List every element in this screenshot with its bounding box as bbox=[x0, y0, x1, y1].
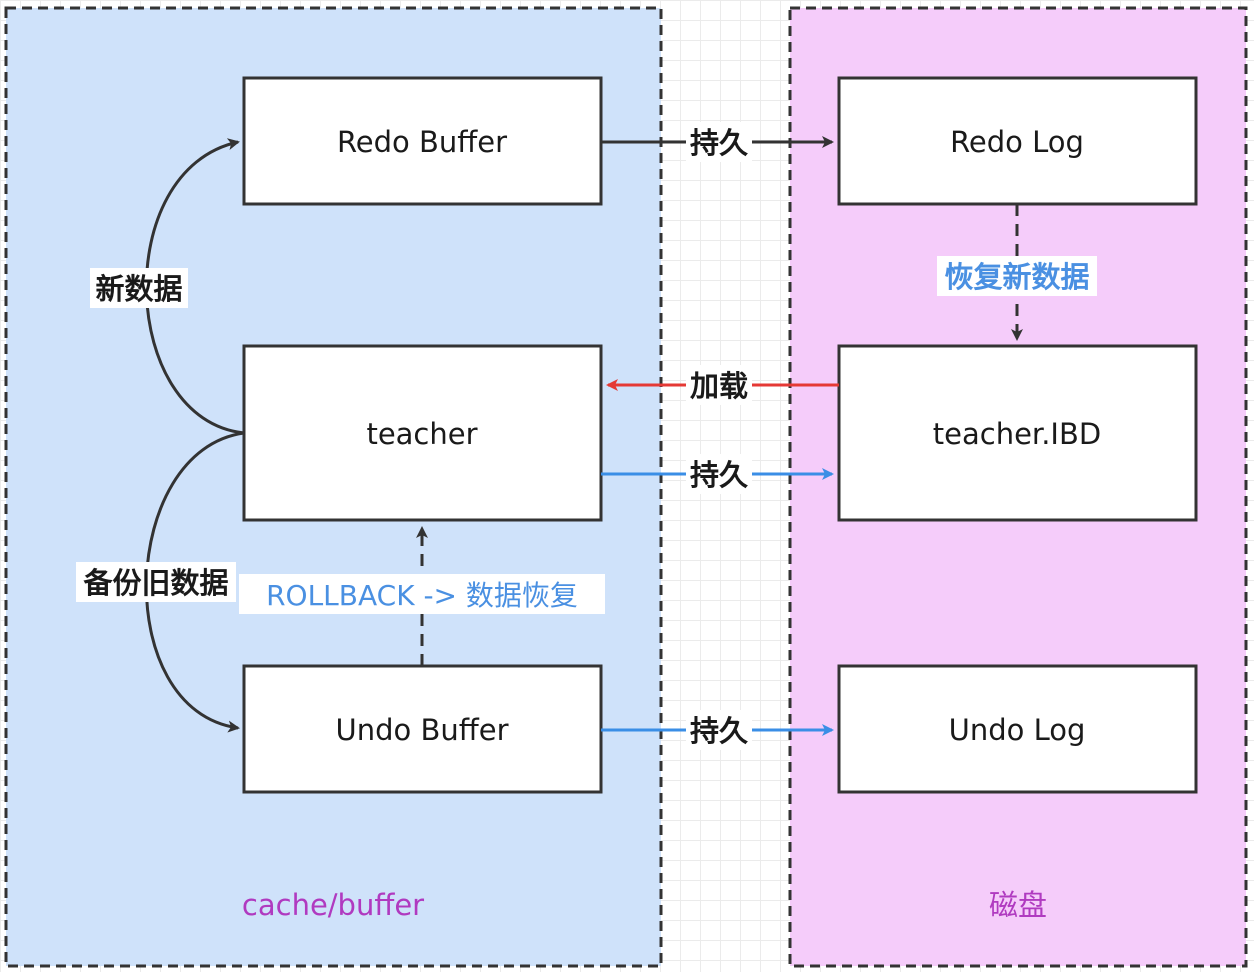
new-data-label: 新数据 bbox=[95, 272, 182, 306]
rollback-label: ROLLBACK -> 数据恢复 bbox=[266, 579, 578, 612]
redo-buffer-label: Redo Buffer bbox=[337, 125, 507, 159]
teacher-ibd-box[interactable] bbox=[837, 344, 1198, 522]
rollback-label-bg bbox=[239, 574, 605, 614]
persist-teacher-label-bg bbox=[686, 454, 752, 494]
persist-teacher-label: 持久 bbox=[690, 458, 748, 492]
persist-undo-label: 持久 bbox=[690, 714, 748, 748]
teacher-box[interactable] bbox=[242, 344, 603, 522]
recover-new-data-label-bg bbox=[937, 256, 1097, 296]
load-label-bg bbox=[686, 365, 752, 405]
backup-old-data-label: 备份旧数据 bbox=[82, 566, 228, 600]
persist-undo-label-bg bbox=[686, 710, 752, 750]
recover-new-data-label: 恢复新数据 bbox=[944, 260, 1089, 294]
memory-region-label: cache/buffer bbox=[242, 888, 424, 922]
undo-log-box[interactable] bbox=[837, 664, 1198, 794]
persist-redo-label: 持久 bbox=[690, 126, 748, 160]
backup-old-data-label-bg bbox=[76, 562, 236, 602]
load-label: 加载 bbox=[690, 369, 748, 403]
disk-region-label: 磁盘 bbox=[989, 888, 1047, 922]
undo-buffer-label: Undo Buffer bbox=[336, 713, 509, 747]
teacher-ibd-label: teacher.IBD bbox=[933, 417, 1101, 451]
teacher-label: teacher bbox=[366, 417, 477, 451]
redo-log-box[interactable] bbox=[837, 76, 1198, 206]
persist-redo-label-bg bbox=[686, 122, 752, 162]
undo-log-label: Undo Log bbox=[949, 713, 1086, 747]
new-data-label-bg bbox=[90, 268, 188, 308]
redo-log-label: Redo Log bbox=[950, 125, 1084, 159]
